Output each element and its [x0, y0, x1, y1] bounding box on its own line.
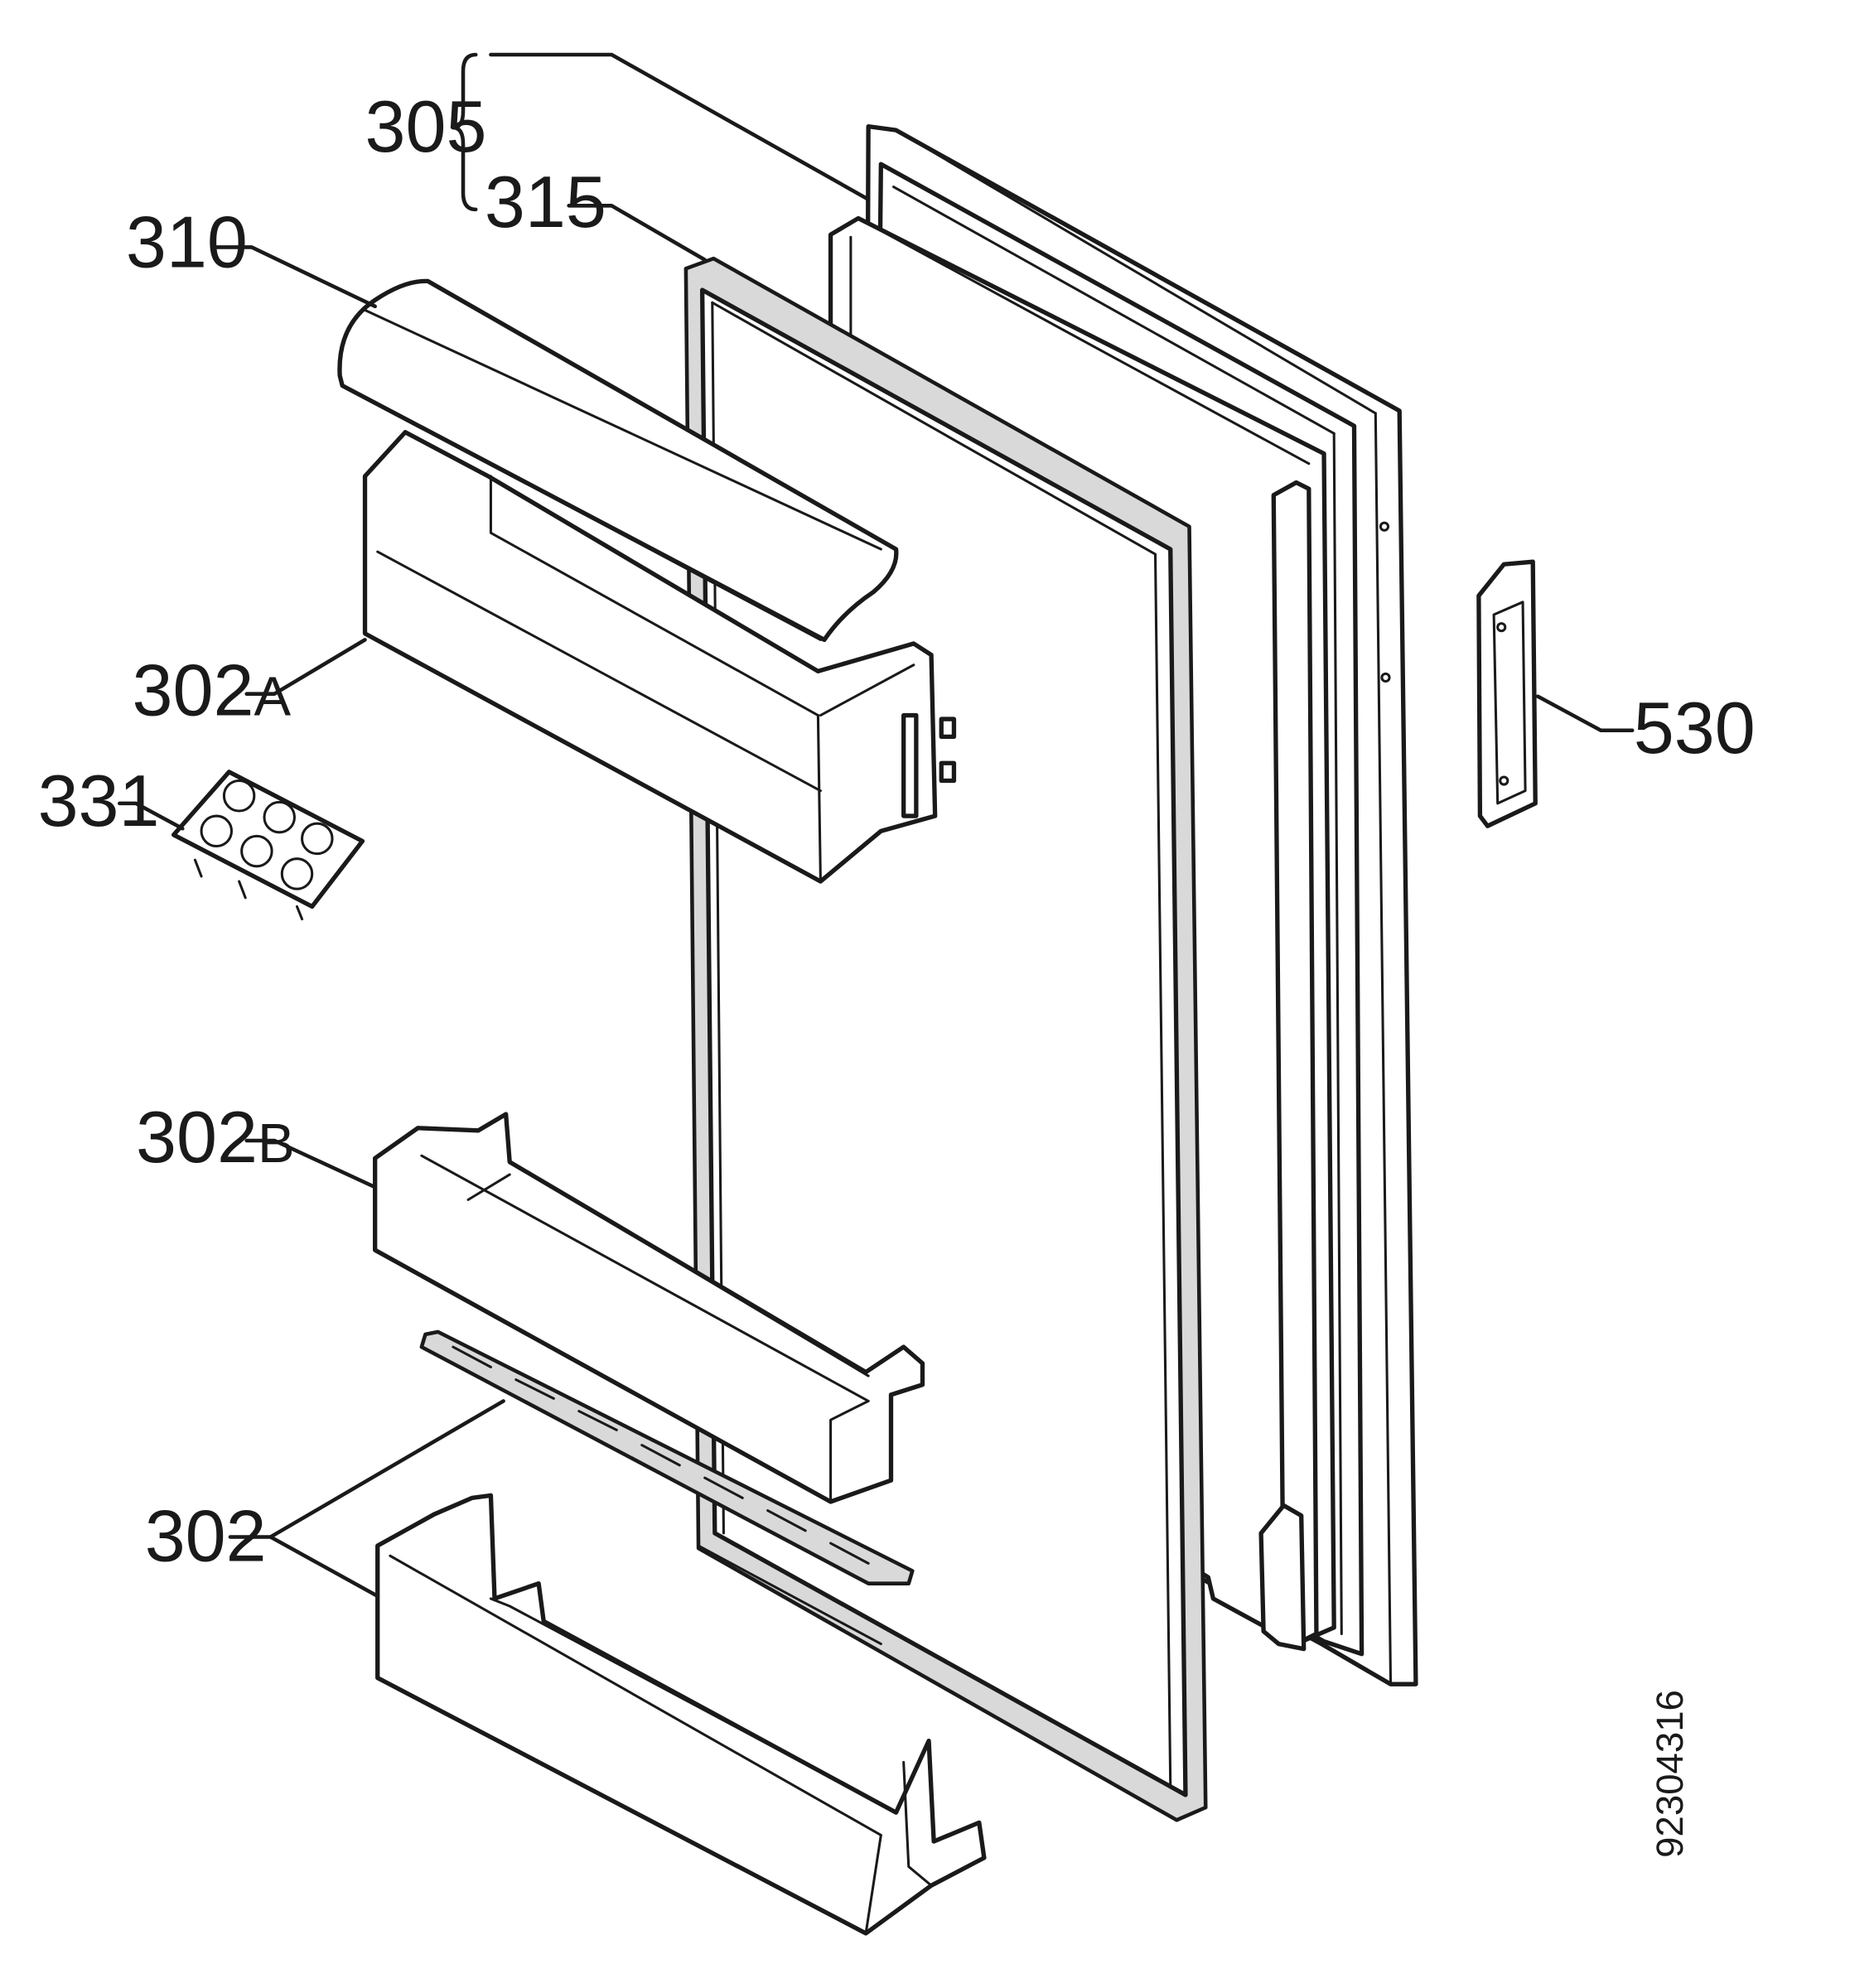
- label-302b-suffix: B: [258, 1113, 295, 1175]
- label-302b-number: 302: [136, 1096, 258, 1178]
- label-315: 315: [485, 161, 606, 243]
- shelf-302b: [373, 1112, 925, 1504]
- label-331: 331: [38, 760, 160, 842]
- label-310: 310: [126, 201, 248, 283]
- bottle-rack: [419, 1329, 915, 1646]
- label-302b: 302B: [136, 1096, 295, 1178]
- egg-tray-331: [171, 770, 365, 921]
- label-530: 530: [1634, 687, 1756, 769]
- door-handle-530: [1476, 559, 1538, 828]
- label-302a-suffix: A: [254, 667, 291, 728]
- part-labels: 305 315 310 302A 331 530 302B 302 923043…: [38, 85, 1756, 1858]
- label-305: 305: [365, 85, 487, 167]
- leader-lines: [118, 52, 1635, 1599]
- label-302: 302: [145, 1494, 267, 1576]
- label-302a: 302A: [133, 649, 292, 731]
- shelf-302a: [362, 430, 957, 884]
- cover-310: [337, 278, 899, 643]
- drawing-code: 92304316: [1649, 1690, 1691, 1858]
- label-302a-number: 302: [133, 649, 254, 731]
- shelf-302: [375, 1493, 987, 1936]
